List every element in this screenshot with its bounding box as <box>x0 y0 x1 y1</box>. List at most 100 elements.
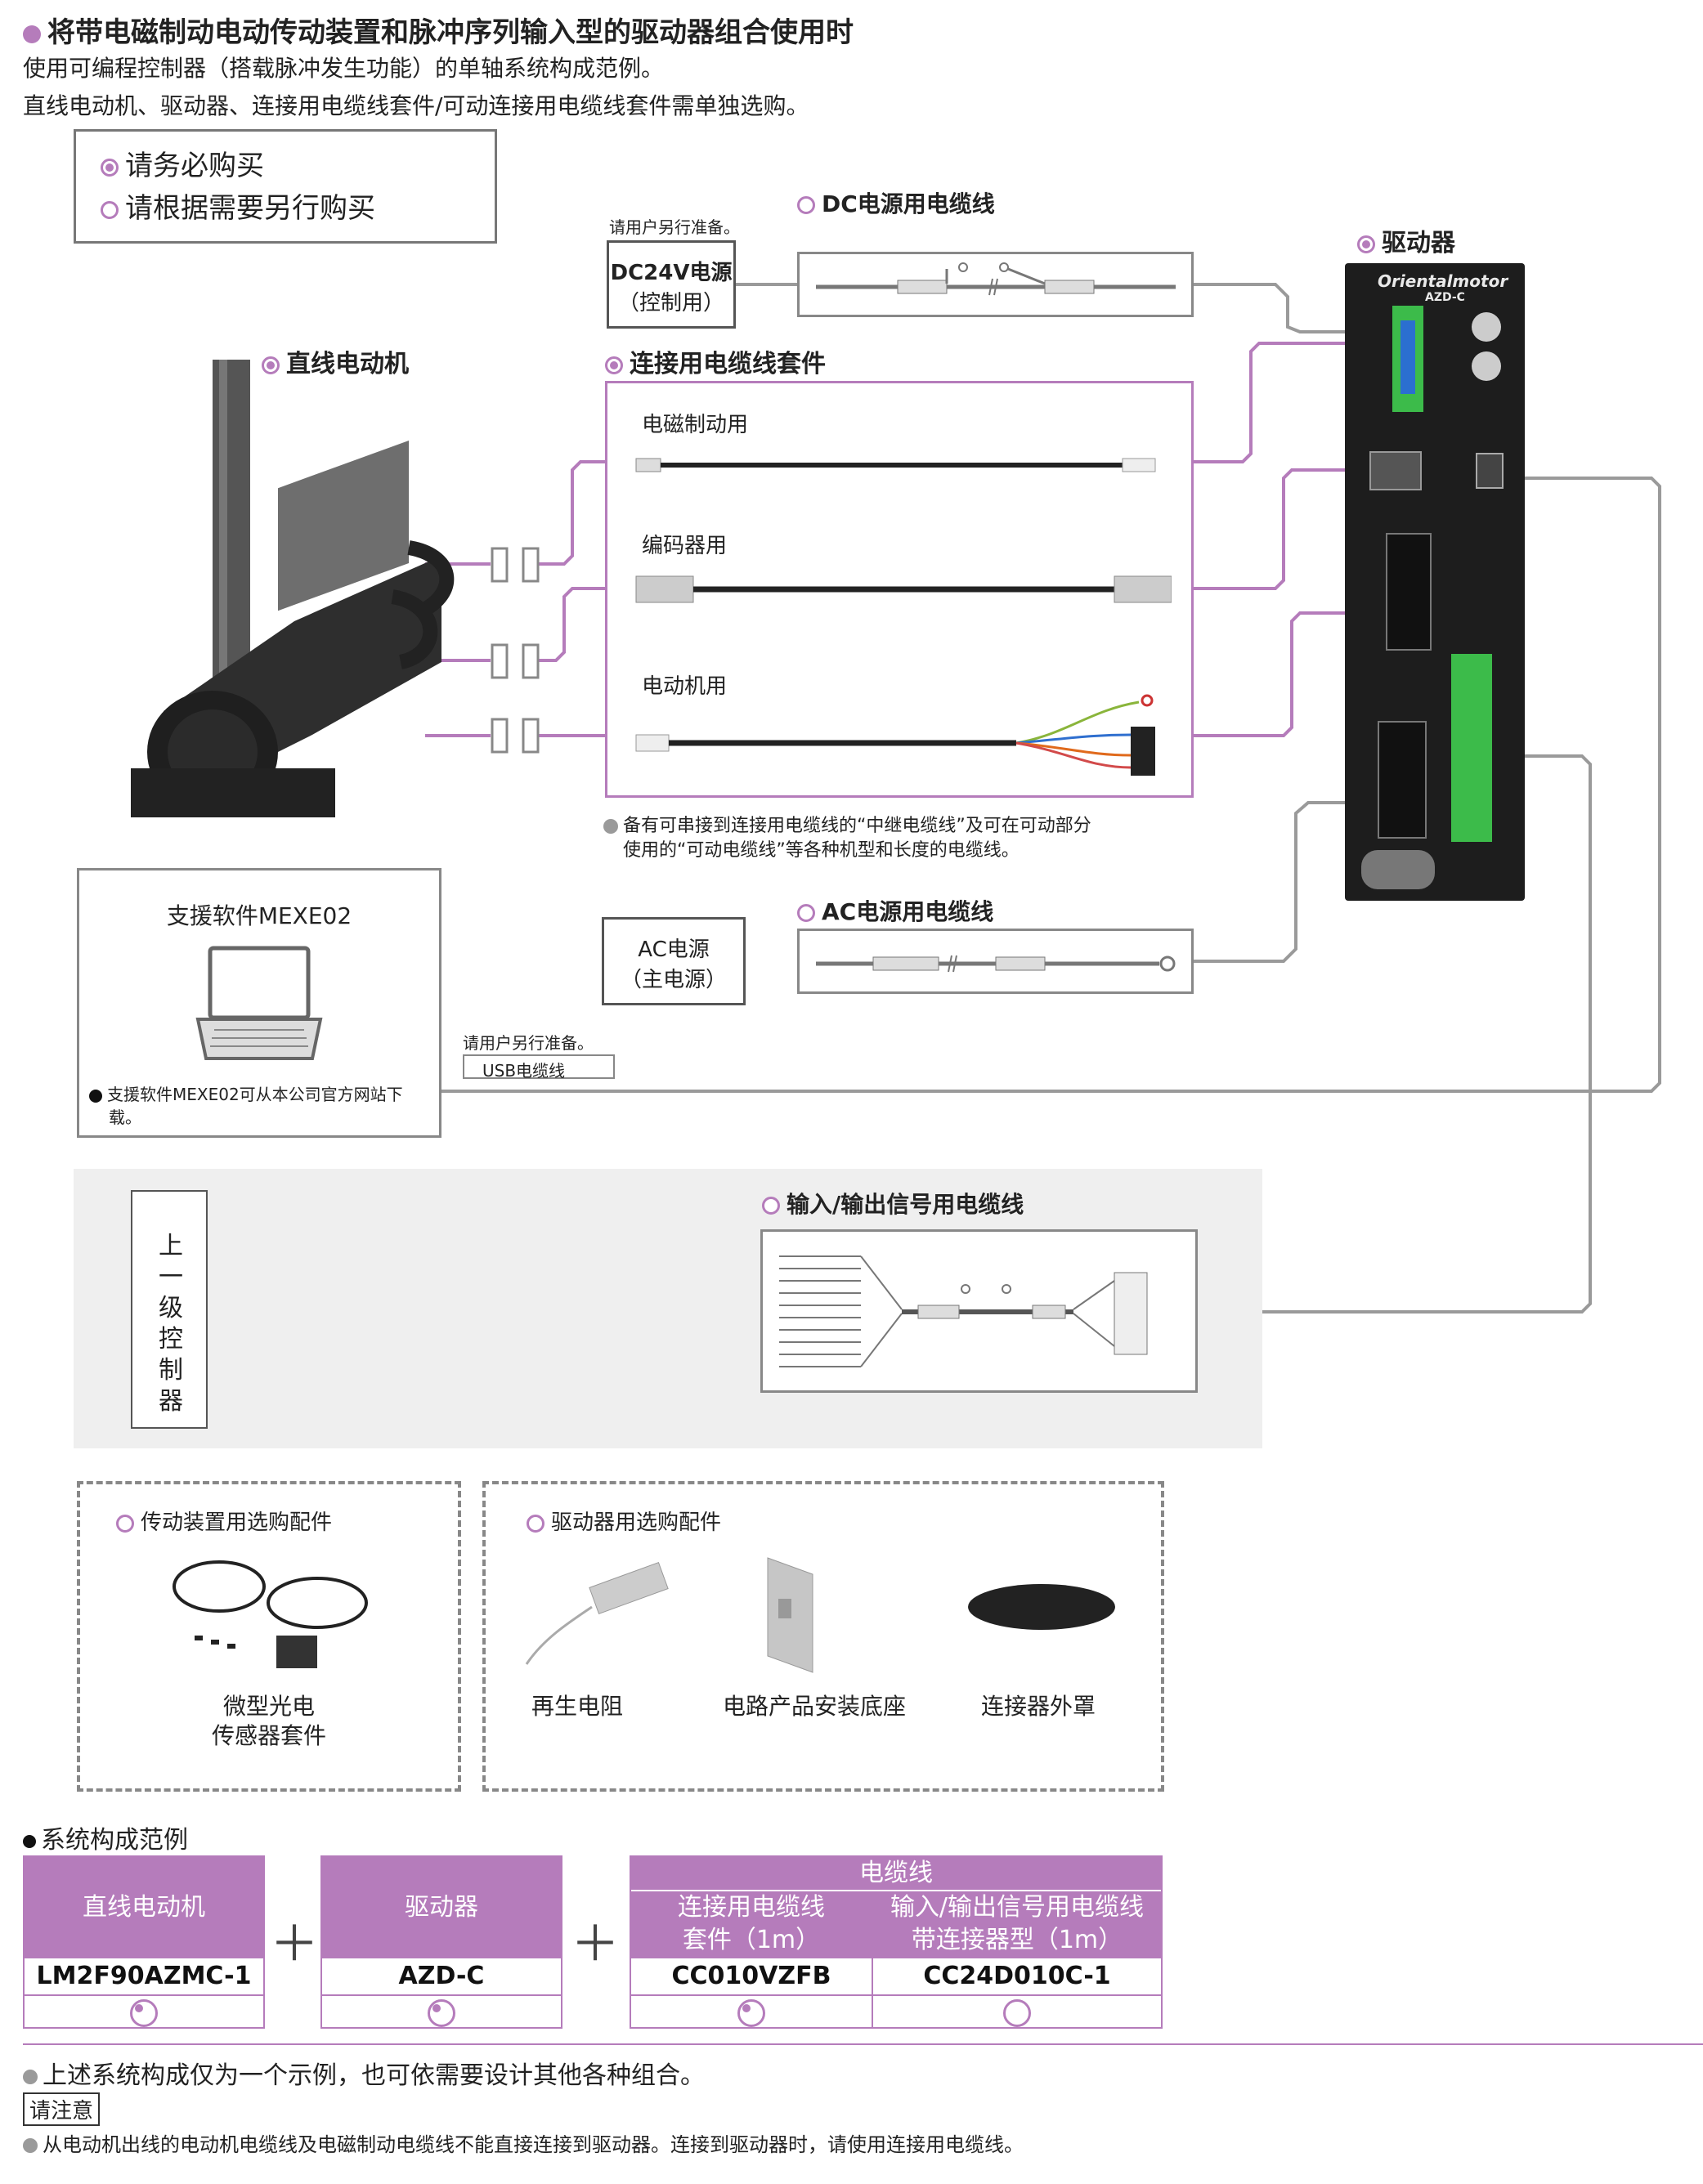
io-cable-box <box>760 1229 1198 1393</box>
note-bullet-icon <box>89 1089 102 1103</box>
intro-line-1: 使用可编程控制器（搭载脉冲发生功能）的单轴系统构成范例。 <box>23 55 665 82</box>
cable-kit-box: 电磁制动用 编码器用 电动机用 <box>605 381 1194 798</box>
title-bullet-icon <box>23 25 41 43</box>
note-bullet-icon <box>603 819 618 834</box>
system-kit-head: 连接用电缆线 套件（1m） <box>631 1891 872 1958</box>
note-bullet-icon <box>23 2069 38 2084</box>
cable-kit-item-brake: 电磁制动用 <box>642 413 749 437</box>
io-cable-image <box>779 1255 1148 1367</box>
system-io-head-1: 输入/输出信号用电缆线 <box>890 1893 1145 1922</box>
cn4-ac-port <box>1378 721 1427 839</box>
required-mark-icon <box>262 356 280 374</box>
actuator-option-item-1: 微型光电 <box>222 1693 315 1720</box>
laptop-icon <box>195 946 323 1060</box>
motor-label: 直线电动机 <box>262 343 409 379</box>
brake-cable-image <box>635 458 1156 472</box>
rotary-switch-icon <box>1472 312 1501 342</box>
rotary-switch-icon <box>1472 351 1501 381</box>
photo-sensor-kit-image <box>173 1560 368 1668</box>
usb-port-icon <box>1476 453 1504 489</box>
system-cable-col: 电缆线 连接用电缆线 套件（1m） CC010VZFB 输入/输出信号用电缆线 … <box>630 1855 1163 2029</box>
required-mark-icon <box>130 1998 158 2027</box>
optional-mark-icon <box>762 1197 780 1215</box>
linear-motor-image <box>131 360 455 817</box>
system-io-head: 输入/输出信号用电缆线 带连接器型（1m） <box>873 1891 1161 1958</box>
dc-cable-box <box>797 252 1194 317</box>
required-mark-icon <box>428 1998 455 2027</box>
usb-cable-box: USB电缆线 <box>463 1054 615 1081</box>
cable-kit-label: 连接用电缆线套件 <box>605 343 826 379</box>
driver-image: Orientalmotor AZD-C <box>1345 263 1525 901</box>
cable-kit-item-encoder: 编码器用 <box>642 534 728 558</box>
system-cable-head: 电缆线 <box>631 1857 1161 1891</box>
driver-options-title: 驱动器用选购配件 <box>527 1506 721 1536</box>
system-driver-model: AZD-C <box>322 1958 561 1996</box>
driver-brand: Orientalmotor <box>1378 271 1508 291</box>
intro-line-2: 直线电动机、驱动器、连接用电缆线套件/可动连接用电缆线套件需单独选购。 <box>23 92 809 119</box>
actuator-options-title: 传动装置用选购配件 <box>116 1506 332 1536</box>
system-kit-head-1: 连接用电缆线 <box>678 1893 825 1922</box>
optional-mark-icon <box>797 196 815 214</box>
actuator-options-box: 传动装置用选购配件 微型光电 传感器套件 <box>77 1481 461 1792</box>
ac-source-label: AC电源 <box>638 938 710 962</box>
dc-cable-label: DC电源用电缆线 <box>797 186 995 219</box>
mounting-plate-image <box>767 1557 813 1673</box>
driver-option-cover: 连接器外罩 <box>981 1693 1096 1720</box>
footer-note-2: 从电动机出线的电动机电缆线及电磁制动电缆线不能直接连接到驱动器。连接到驱动器时，… <box>23 2128 1024 2157</box>
software-note-2: 载。 <box>109 1108 141 1127</box>
system-io-model: CC24D010C-1 <box>873 1958 1161 1996</box>
title-bullet-icon <box>23 1834 36 1848</box>
driver-option-regen: 再生电阻 <box>531 1693 624 1720</box>
system-driver-head: 驱动器 <box>322 1857 561 1958</box>
system-io-head-2: 带连接器型（1m） <box>911 1926 1123 1954</box>
required-mark-icon <box>101 158 119 177</box>
software-title: 支援软件MEXE02 <box>166 902 352 929</box>
caution-label: 请注意 <box>23 2092 101 2126</box>
software-note-1: 支援软件MEXE02可从本公司官方网站下 <box>89 1081 403 1105</box>
system-kit-col: 连接用电缆线 套件（1m） CC010VZFB <box>631 1891 872 2027</box>
software-box: 支援软件MEXE02 支援软件MEXE02可从本公司官方网站下 载。 <box>77 868 441 1138</box>
page-title: 将带电磁制动电动传动装置和脉冲序列输入型的驱动器组合使用时 <box>23 10 854 50</box>
driver-label: 驱动器 <box>1357 222 1455 258</box>
controller-box: 上一级控制器 <box>131 1190 208 1429</box>
driver-model-print: AZD-C <box>1425 291 1465 304</box>
system-col-divider <box>872 1891 873 2027</box>
dc-power-source-box: DC24V电源 （控制用） <box>607 240 736 329</box>
cable-kit-note-2: 使用的“可动电缆线”等各种机型和长度的电缆线。 <box>623 840 1020 861</box>
ac-cable-box <box>797 929 1194 994</box>
cn5-io-terminal <box>1451 654 1492 842</box>
system-title: 系统构成范例 <box>23 1819 188 1855</box>
driver-options-box: 驱动器用选购配件 再生电阻 电路产品安装底座 连接器外罩 <box>482 1481 1164 1792</box>
optional-mark-icon <box>116 1514 134 1533</box>
actuator-option-item-2: 传感器套件 <box>211 1722 326 1749</box>
dc-note: 请用户另行准备。 <box>609 217 740 237</box>
cn3-motor-port <box>1386 533 1432 651</box>
cn2-encoder-port <box>1369 451 1422 490</box>
driver-option-plate: 电路产品安装底座 <box>723 1693 907 1720</box>
dc-source-sub: （控制用） <box>617 291 724 316</box>
usb-note: 请用户另行准备。 <box>463 1033 594 1053</box>
system-io-col: 输入/输出信号用电缆线 带连接器型（1m） CC24D010C-1 <box>873 1891 1161 2027</box>
ac-cable-label: AC电源用电缆线 <box>797 894 993 927</box>
regen-resistor-image <box>525 1561 669 1665</box>
system-motor-col: 直线电动机 LM2F90AZMC-1 <box>23 1855 265 2029</box>
system-driver-col: 驱动器 AZD-C <box>320 1855 562 2029</box>
encoder-cable-image <box>635 575 1172 603</box>
connector-cover-image <box>968 1584 1115 1630</box>
cable-kit-item-motor: 电动机用 <box>642 674 728 699</box>
usb-cable-label: USB电缆线 <box>482 1061 566 1081</box>
legend-box: 请务必购买 请根据需要另行购买 <box>74 129 497 244</box>
dc-source-label: DC24V电源 <box>610 261 733 285</box>
system-motor-head: 直线电动机 <box>25 1857 263 1958</box>
cable-kit-note-1: 备有可串接到连接用电缆线的“中继电缆线”及可在可动部分 <box>603 811 1091 837</box>
cn1-screws <box>1400 320 1415 394</box>
note-bullet-icon <box>23 2138 38 2153</box>
ac-power-source-box: AC电源 （主电源） <box>602 917 746 1005</box>
required-mark-icon <box>605 356 623 374</box>
controller-label: 上一级控制器 <box>159 1232 183 1416</box>
plus-icon: ＋ <box>270 1916 319 1973</box>
legend-required: 请务必购买 <box>101 143 264 183</box>
ac-source-sub: （主电源） <box>620 968 727 992</box>
dc-cable-image <box>816 262 1176 296</box>
required-mark-icon <box>1357 235 1375 253</box>
